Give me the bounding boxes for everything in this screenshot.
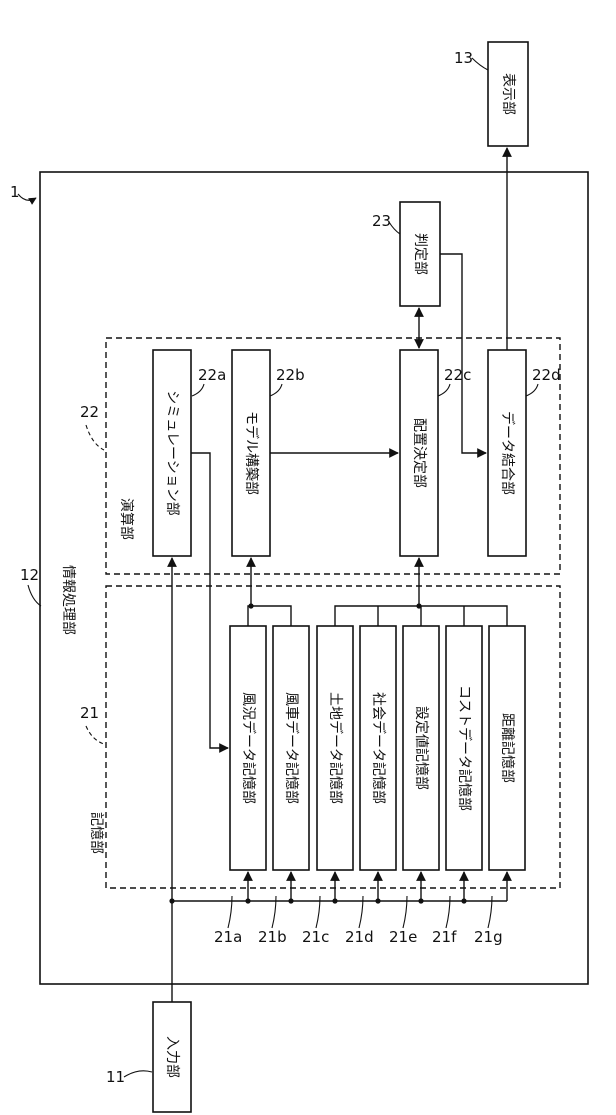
ref-22c: 22c [444, 366, 471, 384]
social-data-storage-label: 社会データ記憶部 [370, 692, 387, 804]
bus-junction [169, 898, 174, 903]
ref-compute-leader [86, 425, 104, 450]
ref-22b-leader [270, 384, 282, 396]
ref-21b: 21b [258, 928, 287, 946]
wind-turbine-join-wire [248, 606, 291, 626]
ref-system: 1 [10, 183, 20, 201]
judge-to-data-join-wire [440, 254, 486, 453]
ref-21d: 21d [345, 928, 374, 946]
ref-input-leader [124, 1071, 152, 1077]
ref-info-processing-leader [28, 585, 41, 606]
ref-judge: 23 [372, 212, 391, 230]
bus-junction [375, 898, 380, 903]
ref-22d: 22d [532, 366, 561, 384]
ref-22b: 22b [276, 366, 305, 384]
ref-22d-leader [526, 384, 538, 396]
ref-display-leader [472, 58, 488, 70]
ref-system-leader [18, 194, 36, 200]
join-junction [416, 603, 421, 608]
setting-storage-label: 設定値記憶部 [413, 706, 430, 790]
bus-junction [461, 898, 466, 903]
ref-storage-leader [86, 726, 104, 744]
judge-unit-label: 判定部 [412, 233, 428, 275]
ref-compute: 22 [80, 403, 99, 421]
simulation-unit-label: シミュレーション部 [164, 390, 180, 515]
land-data-storage-label: 土地データ記憶部 [327, 692, 344, 804]
ref-22a-leader [192, 384, 204, 396]
input-unit-label: 入力部 [164, 1036, 180, 1078]
simulation-to-wind-data-wire [191, 453, 228, 748]
ref-21g: 21g [474, 928, 503, 946]
compute-group-title: 演算部 [118, 498, 134, 540]
info-processing-title: 情報処理部 [60, 565, 76, 635]
bus-junction [288, 898, 293, 903]
ref-22c-leader [438, 384, 450, 396]
distance-storage-label: 距離記憶部 [499, 713, 516, 783]
ref-info-processing: 12 [20, 566, 39, 584]
data-join-unit-label: データ結合部 [499, 411, 516, 495]
turbine-data-storage-label: 風車データ記憶部 [283, 692, 300, 804]
storage-group-title: 記憶部 [88, 812, 105, 854]
model-build-unit-label: モデル構築部 [243, 411, 260, 495]
ref-21e: 21e [389, 928, 417, 946]
ref-22a: 22a [198, 366, 226, 384]
ref-display: 13 [454, 49, 473, 67]
join-junction [248, 603, 253, 608]
ref-storage: 21 [80, 704, 99, 722]
wind-data-storage-label: 風況データ記憶部 [240, 692, 257, 804]
display-unit-label: 表示部 [500, 73, 516, 115]
cost-data-storage-label: コストデータ記憶部 [456, 685, 473, 811]
ref-input: 11 [106, 1068, 125, 1086]
bus-junction [332, 898, 337, 903]
ref-21c: 21c [302, 928, 329, 946]
placement-unit-label: 配置決定部 [411, 418, 427, 488]
bus-junction [245, 898, 250, 903]
ref-21f: 21f [432, 928, 457, 946]
bus-junction [418, 898, 423, 903]
ref-21a: 21a [214, 928, 242, 946]
